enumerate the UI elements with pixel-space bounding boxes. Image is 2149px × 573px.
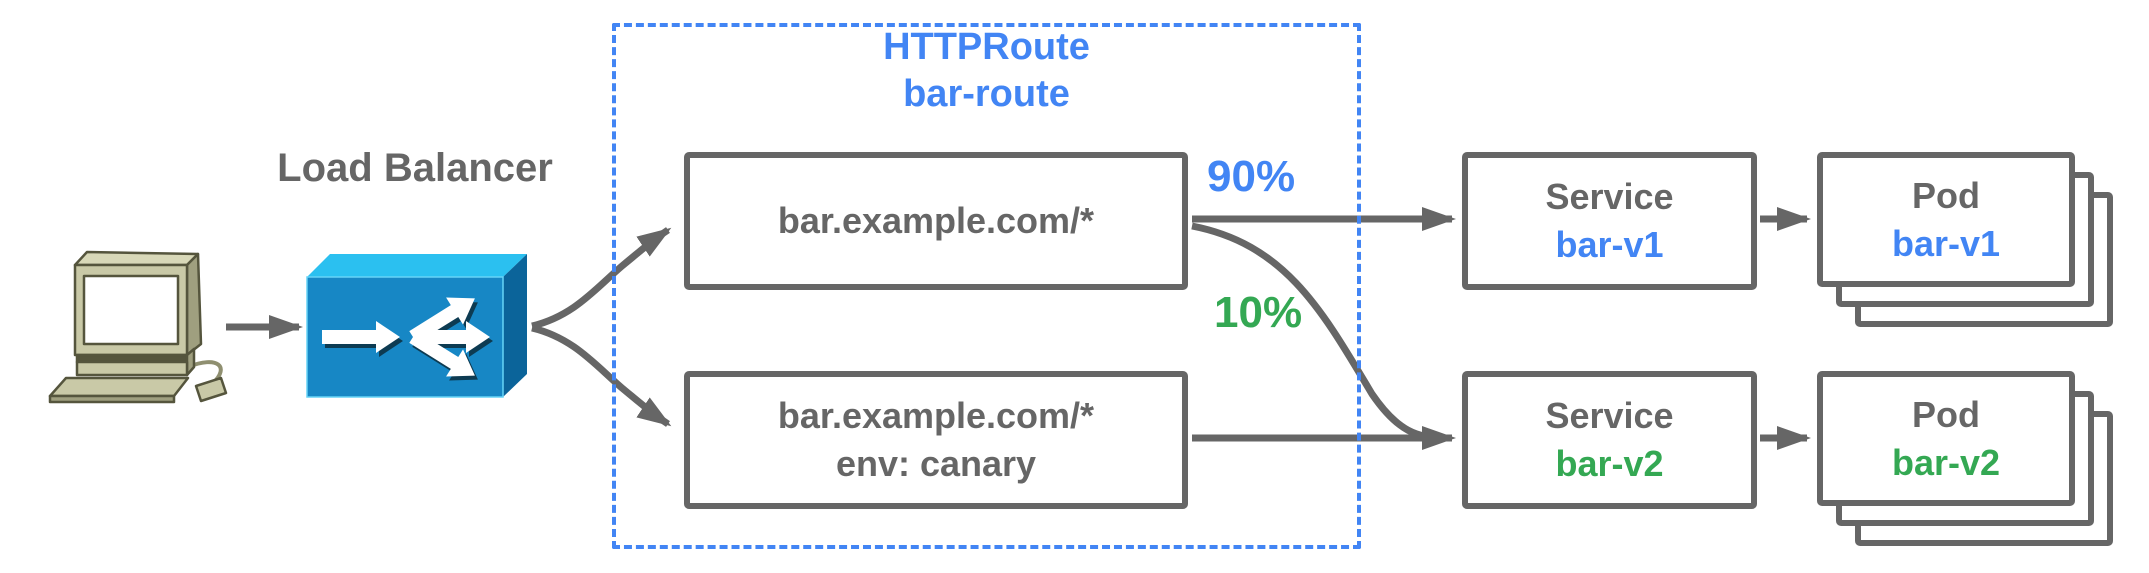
pod-v1-kind-label: Pod	[1912, 174, 1980, 216]
pod-v2-box: Pod bar-v2	[1817, 371, 2075, 506]
httproute-group-box	[612, 23, 1361, 549]
weight-10-label: 10%	[1214, 288, 1303, 337]
weight-90-label: 90%	[1207, 152, 1296, 201]
load-balancer-label: Load Balancer	[277, 146, 553, 190]
rule-primary-match-label: bar.example.com/*	[777, 200, 1095, 242]
service-v2-box: Service bar-v2	[1462, 371, 1757, 509]
httproute-kind-label: HTTPRoute	[883, 26, 1090, 68]
service-v1-name-label: bar-v1	[1555, 224, 1664, 265]
httproute-name-label: bar-route	[903, 73, 1070, 116]
service-v2-name-label: bar-v2	[1555, 443, 1664, 484]
pod-v1-box: Pod bar-v1	[1817, 152, 2075, 287]
rule-canary-header-label: env: canary	[835, 443, 1037, 484]
pod-v1-stack: Pod bar-v1	[1817, 152, 2114, 328]
load-balancer-icon	[306, 254, 527, 398]
service-v1-kind-label: Service	[1545, 176, 1674, 218]
desktop-computer-icon	[48, 250, 228, 404]
pod-v2-kind-label: Pod	[1912, 393, 1980, 435]
httproute-group-title: HTTPRoute bar-route	[612, 24, 1361, 118]
pod-v2-stack: Pod bar-v2	[1817, 371, 2114, 547]
rule-box-canary: bar.example.com/* env: canary	[684, 371, 1188, 509]
rule-canary-match-label: bar.example.com/*	[777, 395, 1095, 437]
service-v1-box: Service bar-v1	[1462, 152, 1757, 290]
pod-v1-name-label: bar-v1	[1891, 222, 2001, 264]
rule-box-primary: bar.example.com/*	[684, 152, 1188, 290]
service-v2-kind-label: Service	[1545, 395, 1674, 437]
pod-v2-name-label: bar-v2	[1891, 441, 2001, 483]
